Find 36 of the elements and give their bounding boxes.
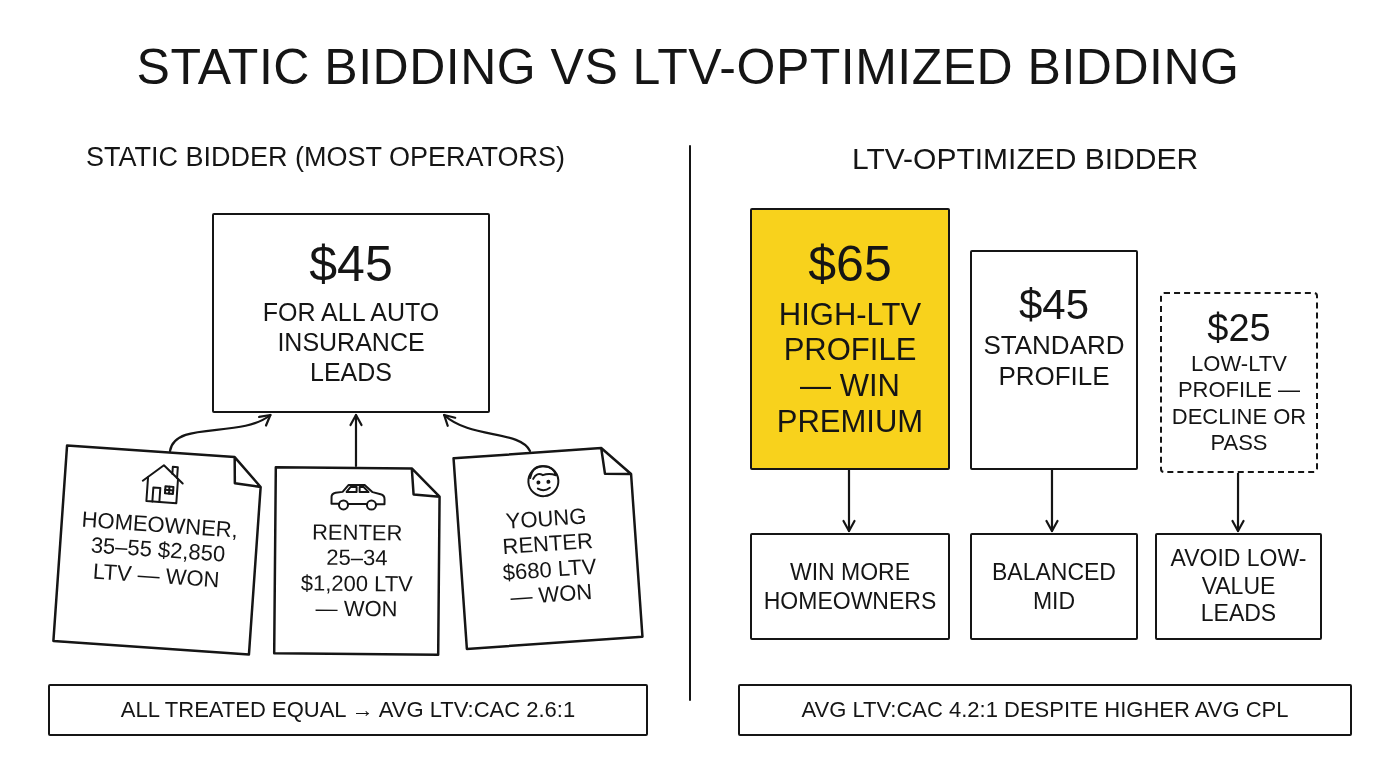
- price-text: $65: [808, 238, 892, 289]
- description-text: FOR ALL AUTO INSURANCE LEADS: [261, 297, 441, 387]
- summary-box: [738, 684, 1352, 736]
- arrow: [349, 413, 363, 468]
- bid-box: [212, 213, 490, 413]
- title: STATIC BIDDING VS LTV-OPTIMIZED BIDDING: [136, 42, 1240, 92]
- outcome-box: [970, 533, 1138, 640]
- arrow: [1045, 468, 1059, 533]
- summary-text: AVG LTV:CAC 4.2:1 DESPITE HIGHER AVG CPL: [801, 696, 1289, 724]
- lead-card: [272, 465, 442, 657]
- summary-text: ALL TREATED EQUAL → AVG LTV:CAC 2.6:1: [120, 696, 576, 724]
- outcome-text: BALANCED MID: [991, 557, 1117, 616]
- arrow: [842, 468, 856, 533]
- description-text: LOW-LTV PROFILE — DECLINE OR PASS: [1170, 350, 1308, 457]
- description-text: HIGH-LTV PROFILE — WIN PREMIUM: [775, 296, 925, 440]
- outcome-text: WIN MORE HOMEOWNERS: [762, 557, 938, 616]
- arrow: [1231, 471, 1245, 533]
- lead-description: RENTER 25–34 $1,200 LTV — WON: [299, 519, 414, 622]
- outcome-box: [750, 533, 950, 640]
- outcome-box: [1155, 533, 1322, 640]
- section-heading: STATIC BIDDER (MOST OPERATORS): [86, 144, 566, 171]
- lead-description: HOMEOWNER, 35–55 $2,850 LTV — WON: [79, 506, 240, 594]
- price-text: $45: [1018, 284, 1090, 326]
- lead-card: [51, 443, 265, 657]
- curved-arrow: [443, 413, 532, 453]
- summary-box: [48, 684, 648, 736]
- price-text: $25: [1207, 308, 1271, 347]
- bid-tier-box: [750, 208, 950, 470]
- bid-tier-box: [1160, 292, 1318, 473]
- lead-description: YOUNG RENTER $680 LTV — WON: [500, 502, 599, 612]
- bid-tier-box: [970, 250, 1138, 470]
- price-text: $45: [309, 239, 393, 289]
- description-text: STANDARD PROFILE: [982, 330, 1126, 393]
- outcome-text: AVOID LOW-VALUE LEADS: [1169, 545, 1308, 628]
- curved-arrow: [168, 413, 272, 453]
- section-heading: LTV-OPTIMIZED BIDDER: [851, 144, 1199, 174]
